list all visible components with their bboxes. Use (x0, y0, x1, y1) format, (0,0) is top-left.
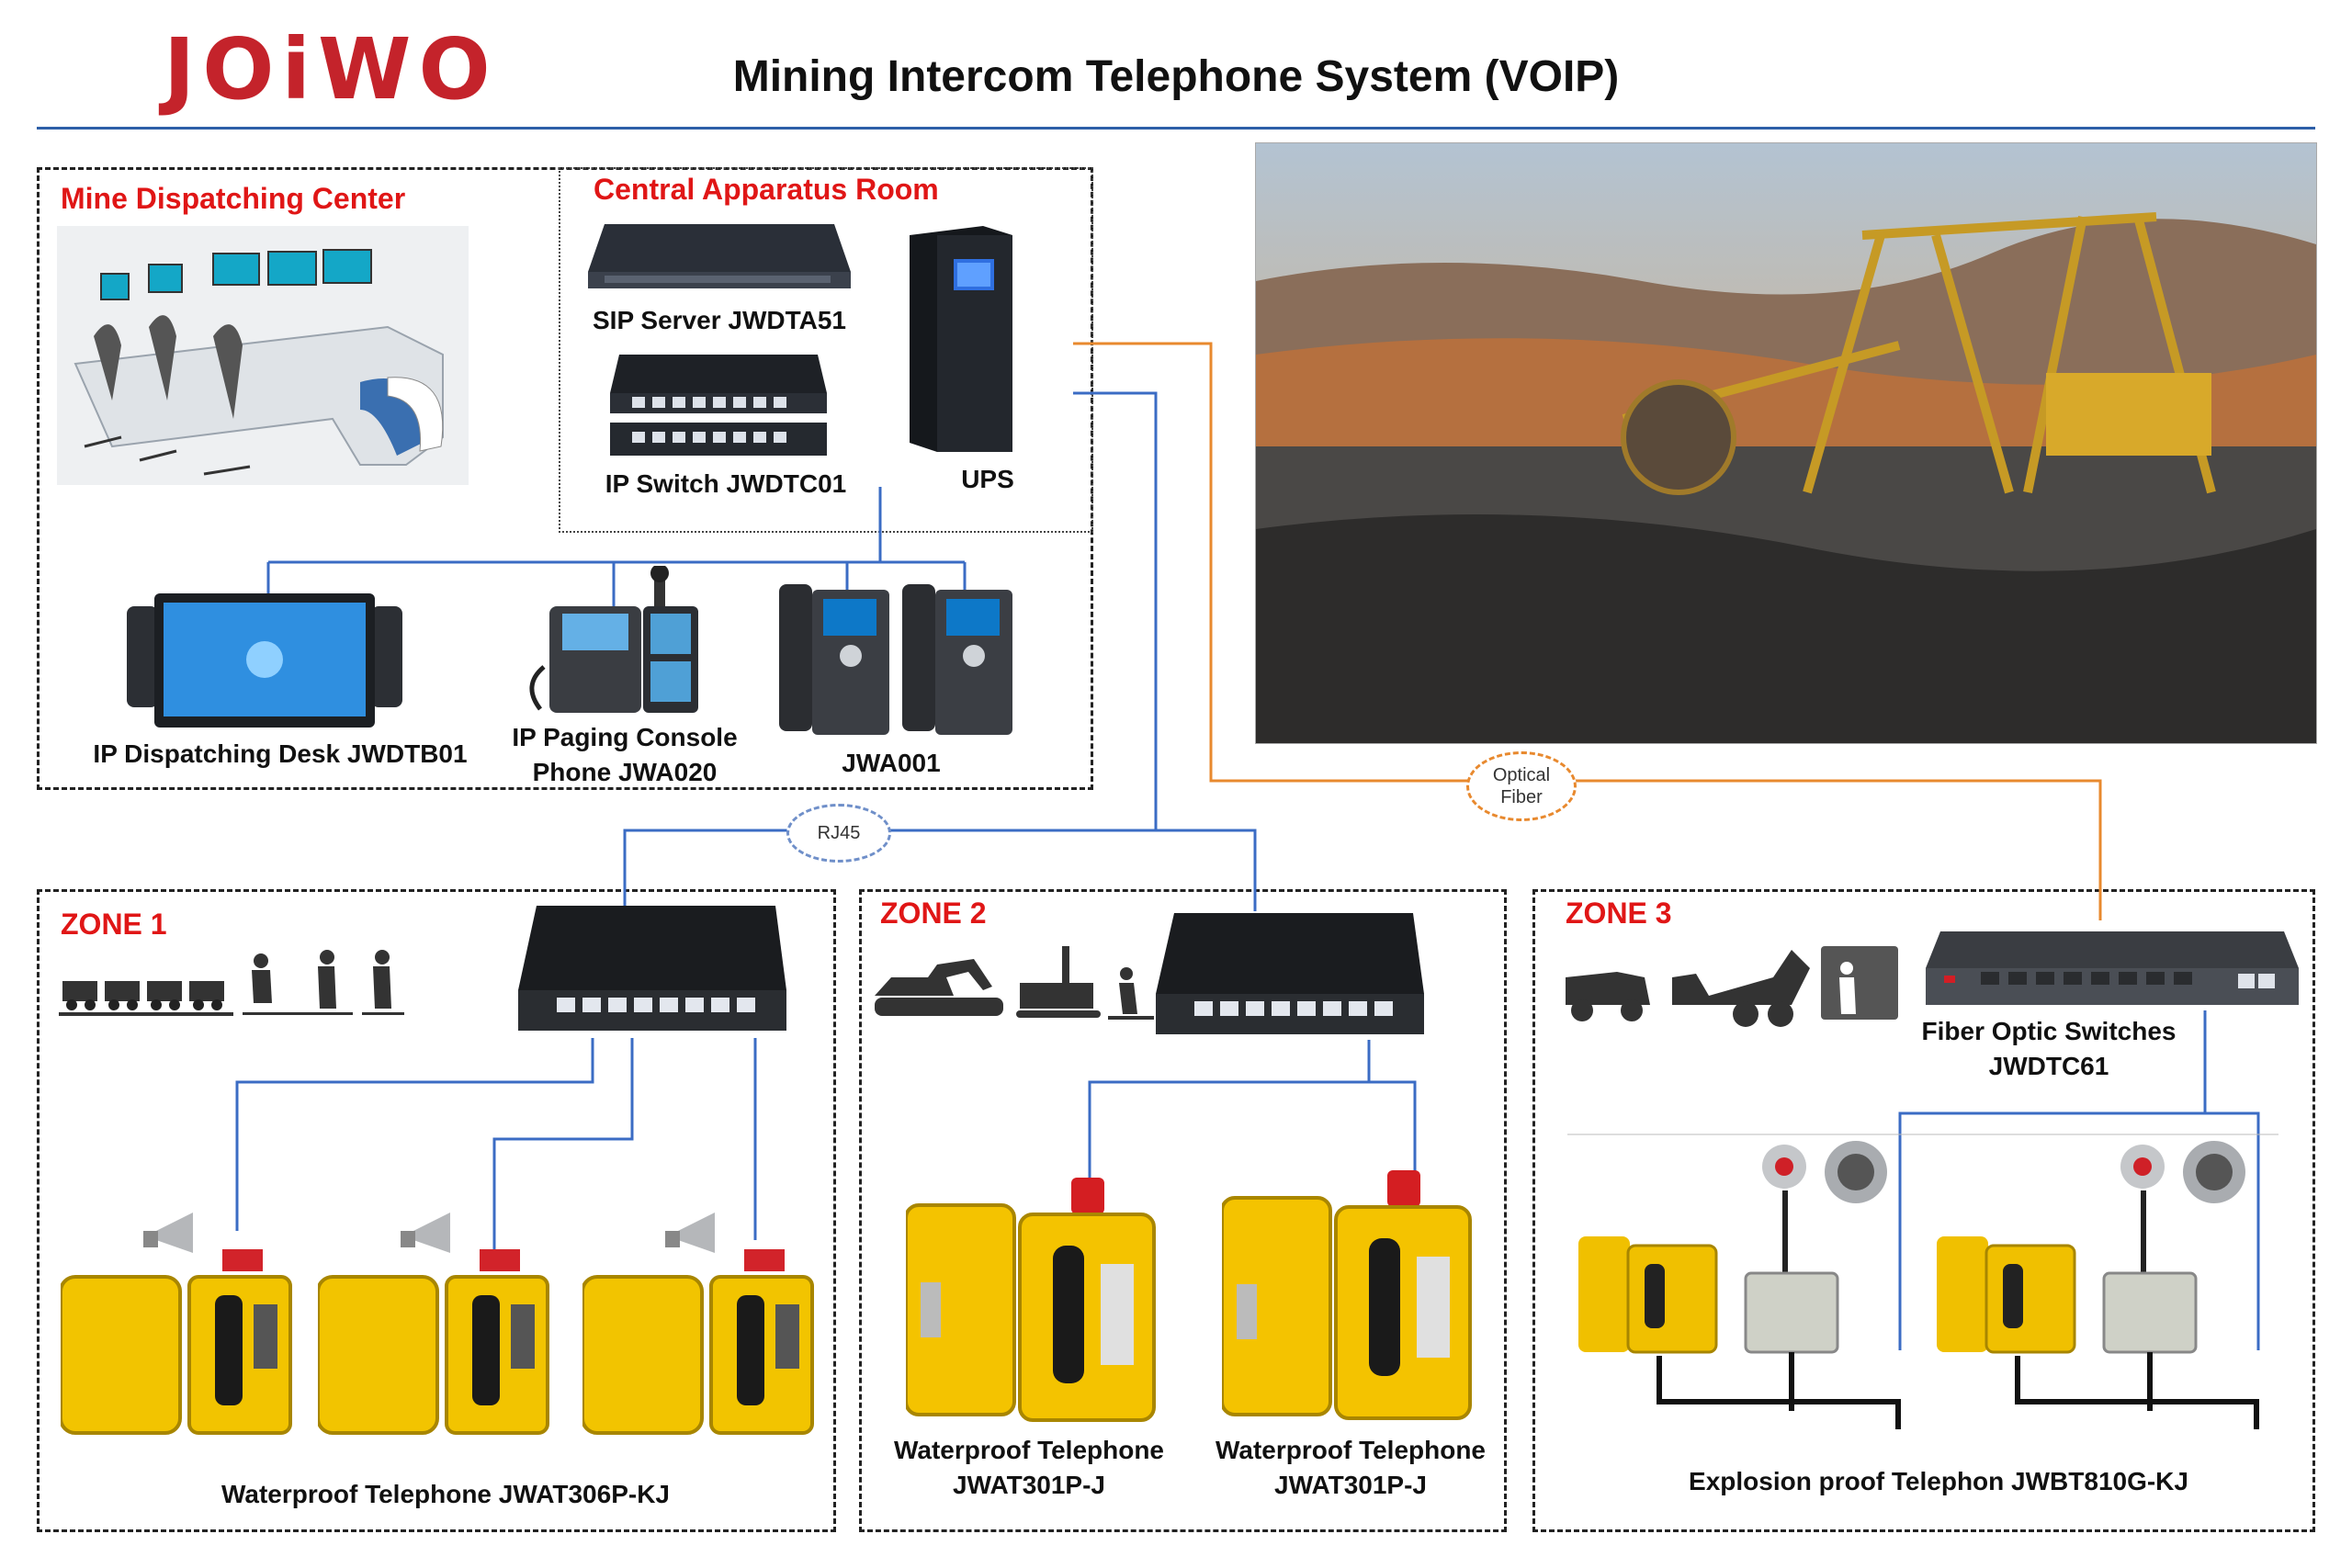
zone2-switch-image (1156, 913, 1424, 1034)
zone1-phone-2 (318, 1213, 549, 1435)
control-room-image (57, 226, 469, 485)
zone2-phone-left (906, 1178, 1156, 1422)
mining-site-photo (1255, 142, 2317, 744)
zone3-caption: Explosion proof Telephon JWBT810G-KJ (1689, 1467, 2188, 1495)
zone1-phone-1 (61, 1213, 292, 1435)
ups-label: UPS (961, 465, 1014, 493)
zone2-left-caption: Waterproof Telephone JWAT301P-J (894, 1436, 1164, 1499)
zone1-title: ZONE 1 (61, 908, 167, 941)
ip-switch-label: IP Switch JWDTC01 (605, 469, 847, 498)
dispatch-desk-image (127, 593, 402, 728)
ip-phone-label: JWA001 (842, 749, 941, 777)
paging-console-image (529, 566, 698, 713)
ip-phones-image (779, 584, 1012, 735)
zone3-title: ZONE 3 (1566, 897, 1672, 930)
zone1-box (37, 889, 836, 1532)
ups-image (910, 226, 1012, 452)
fiber-switch-label: Fiber Optic Switches JWDTC61 (1921, 1017, 2177, 1080)
zone1-icons (59, 950, 404, 1016)
zone1-caption: Waterproof Telephone JWAT306P-KJ (221, 1480, 670, 1508)
zone1-switch-image (518, 906, 786, 1031)
page-title: Mining Intercom Telephone System (VOIP) (732, 52, 1620, 101)
sip-server-label: SIP Server JWDTA51 (593, 306, 846, 334)
zone2-phone-right (1222, 1170, 1472, 1420)
dispatch-desk-label: IP Dispatching Desk JWDTB01 (93, 739, 468, 768)
zone2-title: ZONE 2 (880, 897, 987, 930)
sip-server-image (588, 224, 851, 288)
paging-console-label: IP Paging Console Phone JWA020 (512, 723, 738, 786)
header-divider (37, 127, 2315, 130)
dispatch-center-title: Mine Dispatching Center (61, 182, 406, 215)
apparatus-room-title: Central Apparatus Room (594, 173, 939, 206)
ip-switch-image (610, 355, 827, 456)
zone3-phone-right (1937, 1141, 2259, 1429)
zone2-right-caption: Waterproof Telephone JWAT301P-J (1216, 1436, 1486, 1499)
joiwo-logo: JOiWO (164, 20, 498, 118)
fiber-switch-image (1926, 931, 2299, 1005)
zone3-icons (1566, 946, 1898, 1027)
rj45-label: RJ45 (786, 804, 891, 863)
optical-fiber-label: Optical Fiber (1466, 751, 1577, 821)
zone3-phone-left (1578, 1141, 1901, 1429)
zone1-phone-3 (582, 1213, 814, 1435)
zone2-icons (875, 946, 1154, 1020)
excavator-landscape (1256, 143, 2316, 743)
